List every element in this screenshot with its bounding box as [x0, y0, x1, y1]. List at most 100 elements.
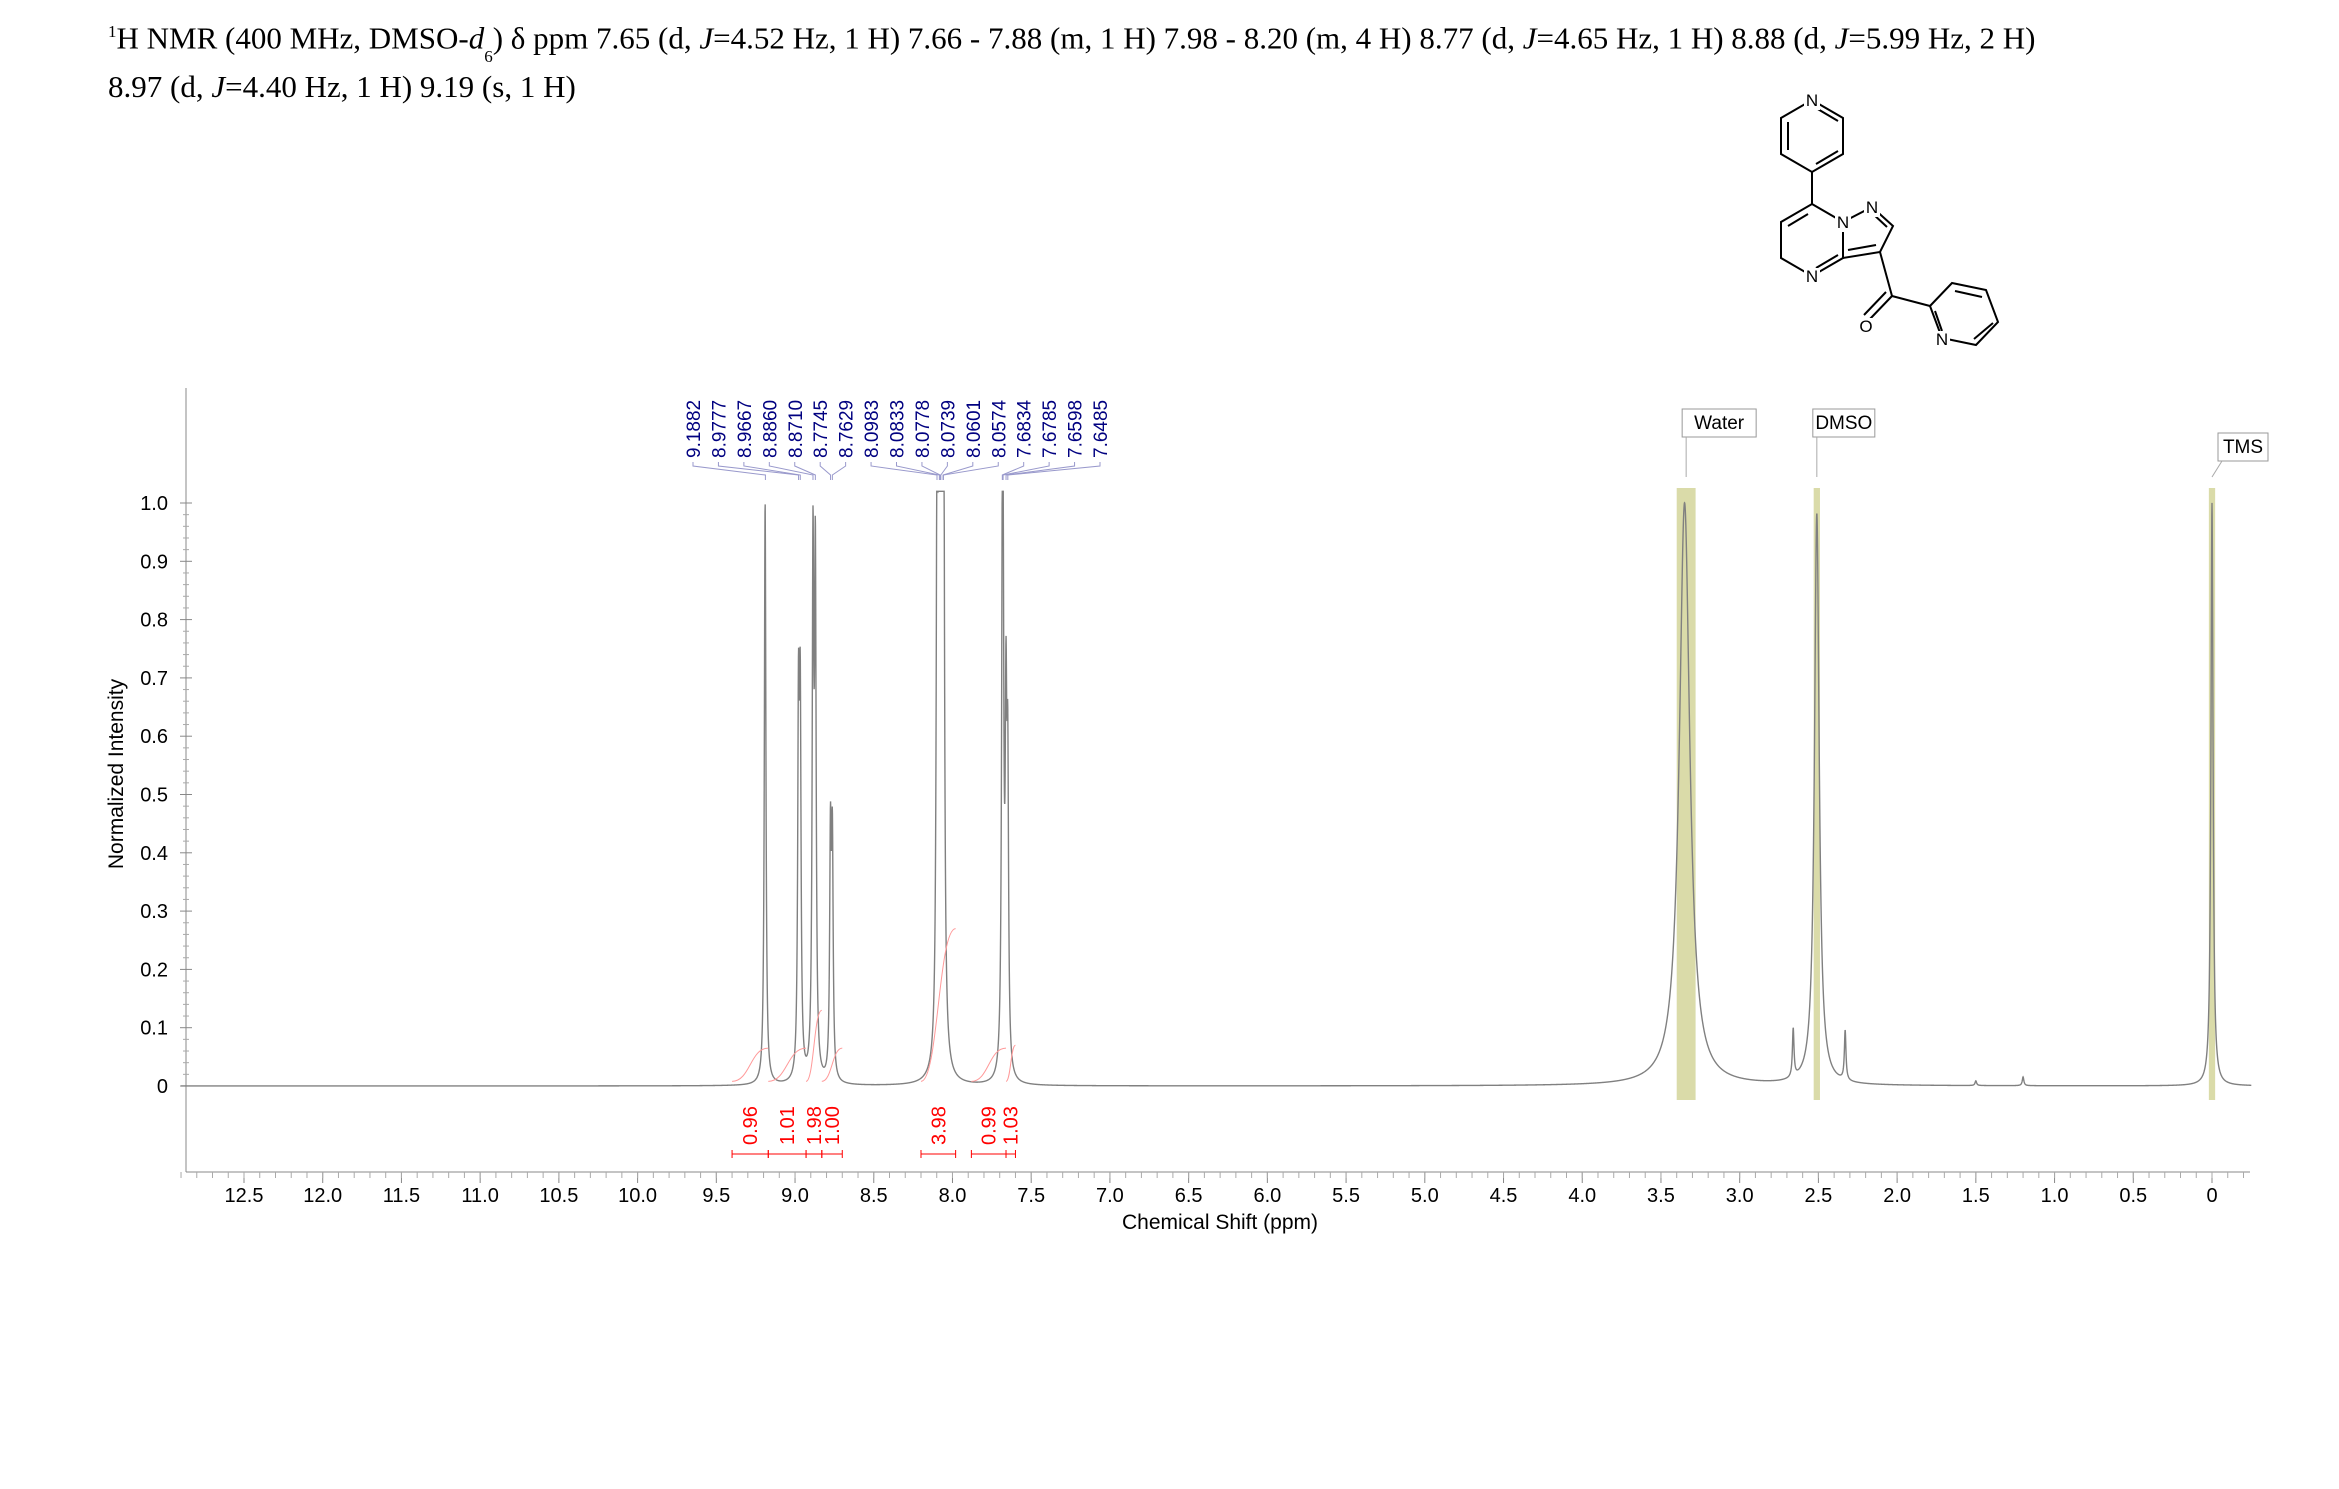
integral-value: 1.00	[822, 1106, 844, 1145]
integral-bracket	[767, 1150, 807, 1158]
x-tick-label: 5.0	[1411, 1185, 1439, 1207]
integral-bracket	[1005, 1150, 1016, 1158]
y-tick-label: 0.4	[140, 843, 168, 865]
y-tick-label: 0.7	[140, 668, 168, 690]
pyridyl-ring	[1780, 98, 1844, 174]
peak-label: 8.9667	[735, 400, 756, 458]
spectrum-trace	[181, 490, 2252, 1087]
x-tick-label: 0	[2206, 1185, 2217, 1207]
x-tick-label: 2.0	[1883, 1185, 1911, 1207]
superscript-1: 1	[108, 22, 117, 41]
solvent-band	[1813, 488, 1820, 1100]
peak-label-leader	[692, 462, 766, 480]
y-axis-label: Normalized Intensity	[105, 678, 128, 869]
header-text: 8.97 (d,	[108, 69, 212, 105]
peak-label: 8.0574	[989, 399, 1010, 458]
solvent-label-box	[1681, 408, 1757, 438]
integral-bracket	[821, 1150, 843, 1158]
peak-label: 8.0739	[938, 400, 959, 458]
peak-label-leader	[870, 462, 938, 480]
x-tick-label: 12.0	[303, 1185, 342, 1207]
integral-curve	[821, 1047, 843, 1082]
solvent-band	[1676, 488, 1696, 1100]
header-text: ) δ ppm 7.65 (d,	[492, 20, 700, 56]
peak-label: 8.7629	[837, 400, 858, 458]
peak-label: 8.8860	[760, 400, 781, 458]
molecule-labels: N N N N O N	[1804, 91, 1950, 349]
y-axis-ticks: 00.10.20.30.40.50.60.70.80.91.0	[140, 493, 192, 1098]
peak-label: 8.0778	[913, 400, 934, 458]
header-text: =4.65 Hz, 1 H) 8.88 (d,	[1536, 20, 1835, 56]
peak-label-leader	[831, 462, 847, 480]
peak-label-leader	[1002, 462, 1050, 480]
peak-label: 8.0601	[964, 400, 985, 458]
peak-label-leader	[768, 462, 814, 480]
peak-label-leader	[819, 462, 832, 480]
solvent-label: DMSO	[1815, 413, 1872, 434]
x-tick-label: 5.5	[1332, 1185, 1360, 1207]
integral-curve	[768, 1047, 807, 1082]
y-tick-label: 0	[157, 1076, 168, 1098]
peak-label-leader	[921, 462, 941, 480]
atom-label: N	[1866, 198, 1878, 217]
y-tick-label: 1.0	[140, 493, 168, 515]
x-tick-label: 12.5	[225, 1185, 264, 1207]
peak-label-leader	[1005, 462, 1076, 480]
x-tick-label: 7.0	[1096, 1185, 1124, 1207]
y-tick-label: 0.9	[140, 551, 168, 573]
header-text: H NMR (400 MHz, DMSO-	[116, 20, 469, 56]
x-tick-label: 0.5	[2119, 1185, 2147, 1207]
x-tick-label: 10.0	[618, 1185, 657, 1207]
x-tick-label: 9.0	[781, 1185, 809, 1207]
header-line-2: 8.97 (d, J=4.40 Hz, 1 H) 9.19 (s, 1 H)	[108, 65, 2308, 109]
peak-label-leader	[1007, 462, 1101, 480]
integral-value: 1.98	[804, 1106, 826, 1145]
solvent-label-box	[2217, 432, 2269, 462]
coupling-j: J	[699, 20, 714, 56]
peak-label-leader	[1001, 462, 1025, 480]
peak-label-leader	[940, 462, 948, 480]
peak-label: 8.7745	[811, 400, 832, 458]
integral-bracket	[920, 1150, 957, 1158]
x-axis-label: Chemical Shift (ppm)	[1122, 1211, 1318, 1234]
integral-curve	[1005, 1044, 1016, 1082]
peak-label: 7.6485	[1091, 400, 1112, 458]
solvent-label-leader	[2211, 460, 2223, 478]
header-line-1: 1H NMR (400 MHz, DMSO-d6) δ ppm 7.65 (d,…	[108, 10, 2308, 66]
x-tick-label: 1.5	[1962, 1185, 1990, 1207]
axes	[185, 388, 2250, 1173]
integral-bracket	[970, 1150, 1007, 1158]
pyrimidine-ring	[1780, 202, 1844, 278]
solvent-band	[2208, 488, 2216, 1100]
atom-label: N	[1936, 330, 1948, 349]
x-tick-label: 10.5	[539, 1185, 578, 1207]
x-tick-label: 11.5	[383, 1185, 420, 1207]
header-text: =4.52 Hz, 1 H) 7.66 - 7.88 (m, 1 H) 7.98…	[713, 20, 1523, 56]
y-tick-label: 0.3	[140, 901, 168, 923]
solvent-label: TMS	[2223, 437, 2263, 458]
x-tick-label: 8.5	[860, 1185, 888, 1207]
integral-curve	[732, 1047, 769, 1082]
coupling-j: J	[1522, 20, 1537, 56]
x-tick-label: 6.0	[1253, 1185, 1281, 1207]
peak-label: 8.9777	[709, 400, 730, 458]
integral-value: 0.99	[979, 1106, 1001, 1145]
peak-label: 7.6785	[1040, 400, 1061, 458]
spectrum-header: 1H NMR (400 MHz, DMSO-d6) δ ppm 7.65 (d,…	[108, 10, 2308, 109]
peak-label: 7.6834	[1015, 399, 1036, 458]
x-tick-label: 11.0	[461, 1185, 498, 1207]
y-tick-label: 0.2	[140, 959, 168, 981]
integral-curve	[971, 1047, 1007, 1082]
peak-label: 8.8710	[786, 400, 807, 458]
atom-label: N	[1837, 213, 1849, 232]
integral-curve	[805, 1009, 823, 1082]
integral-value: 0.96	[740, 1106, 762, 1145]
header-text: =5.99 Hz, 2 H)	[1848, 20, 2036, 56]
y-tick-label: 0.6	[140, 726, 168, 748]
integral-curve	[920, 928, 956, 1082]
x-tick-label: 8.0	[939, 1185, 967, 1207]
